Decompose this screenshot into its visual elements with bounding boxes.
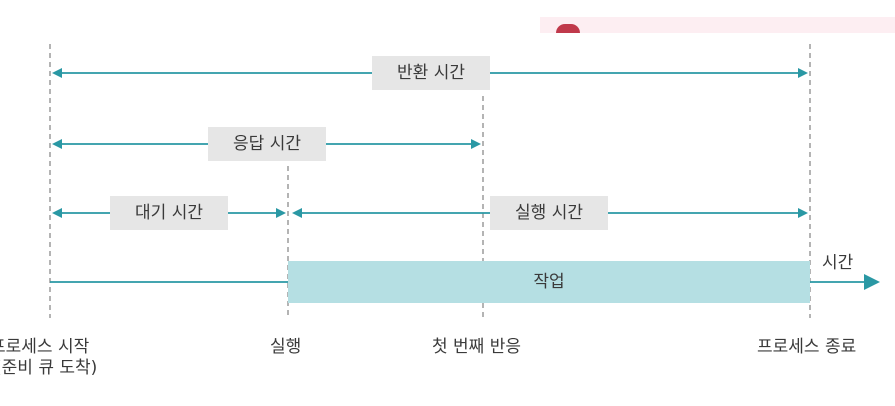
waiting-time-label: 대기 시간 [110,196,228,230]
work-bar: 작업 [288,261,810,303]
avatar [556,24,580,33]
execution-start-label: 실행 [270,337,302,357]
first-response-label: 첫 번째 반응 [432,337,522,357]
time-axis [50,274,880,290]
response-time-label: 응답 시간 [208,127,326,161]
process-end-label: 프로세스 종료 [757,337,857,357]
time-axis-label: 시간 [822,253,854,273]
execution-time-label: 실행 시간 [490,196,608,230]
top-strip [540,17,895,33]
turnaround-time-label: 반환 시간 [372,56,490,90]
process-start-label: 프로세스 시작 [0,337,90,357]
process-start-sublabel: (준비 큐 도착) [0,358,98,378]
